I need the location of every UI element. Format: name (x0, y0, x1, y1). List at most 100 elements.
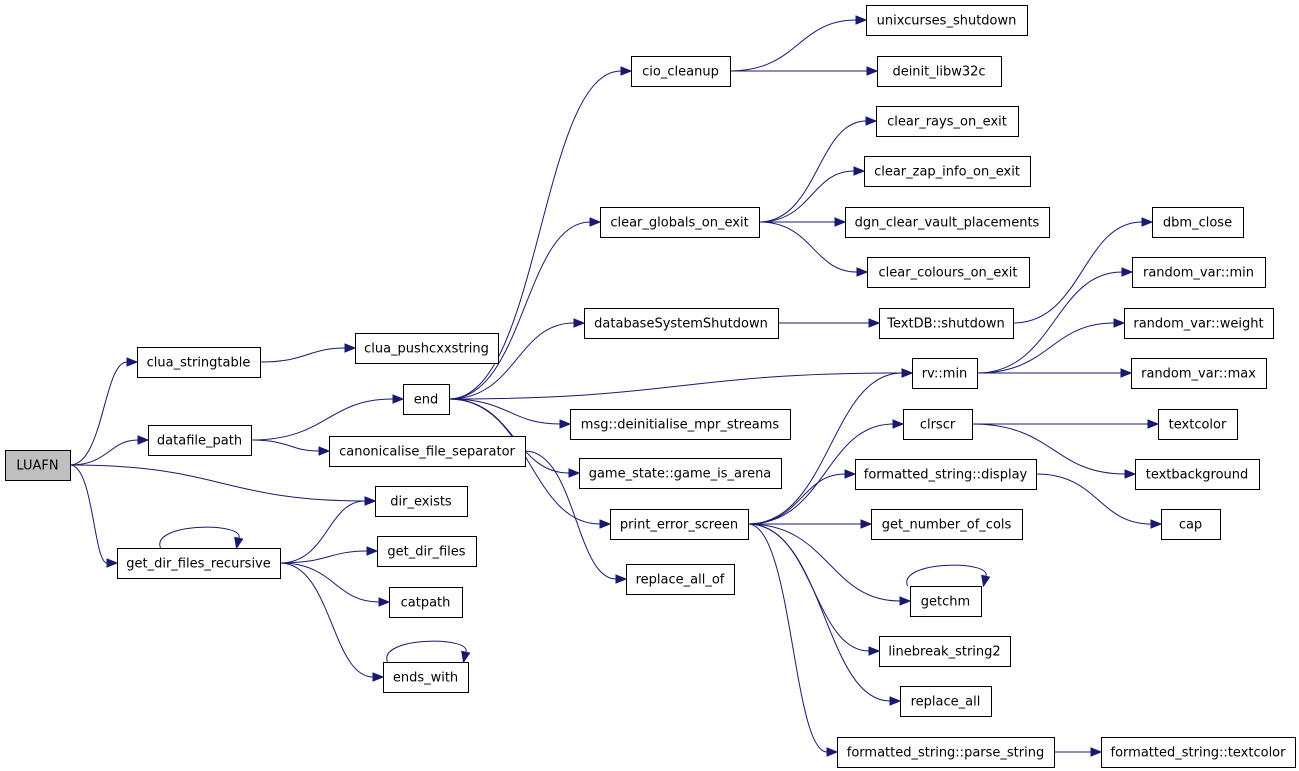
edge-clear_globals_on_exit-to-clear_zap_info_on_exit (758, 166, 866, 223)
node-canonicalise_file_separator[interactable]: canonicalise_file_separator (329, 436, 526, 467)
node-dgn_clear_vault_placements[interactable]: dgn_clear_vault_placements (845, 207, 1050, 238)
node-replace_all[interactable]: replace_all (900, 686, 992, 717)
node-luafn[interactable]: LUAFN (5, 450, 71, 481)
node-clear_globals_on_exit[interactable]: clear_globals_on_exit (600, 207, 760, 238)
node-textcolor[interactable]: textcolor (1158, 409, 1238, 440)
node-linebreak_string2[interactable]: linebreak_string2 (879, 636, 1011, 667)
node-fs_parse_string[interactable]: formatted_string::parse_string (837, 737, 1055, 768)
edge-arrowhead (615, 574, 628, 584)
node-unixcurses_shutdown[interactable]: unixcurses_shutdown (866, 5, 1028, 36)
node-label: dgn_clear_vault_placements (855, 216, 1040, 231)
node-rv_min[interactable]: rv::min (912, 358, 978, 389)
edge-arrowhead (573, 318, 586, 328)
node-databaseSystemShutdown[interactable]: databaseSystemShutdown (584, 308, 779, 339)
edge-arrowhead (1141, 217, 1154, 227)
node-random_var_max[interactable]: random_var::max (1131, 358, 1267, 389)
node-catpath[interactable]: catpath (389, 587, 463, 618)
node-box (626, 564, 735, 595)
node-box (903, 409, 973, 440)
edge-line (524, 450, 617, 580)
node-replace_all_of[interactable]: replace_all_of (626, 564, 735, 595)
node-msg_deinitialise[interactable]: msg::deinitialise_mpr_streams (570, 409, 791, 440)
node-clrscr[interactable]: clrscr (903, 409, 973, 440)
node-random_var_min[interactable]: random_var::min (1132, 257, 1266, 288)
node-box (900, 686, 992, 717)
edge-arrowhead (826, 747, 839, 757)
node-box (570, 409, 791, 440)
node-fs_display[interactable]: formatted_string::display (855, 459, 1037, 490)
node-dbm_close[interactable]: dbm_close (1152, 207, 1244, 238)
node-box (631, 56, 731, 87)
node-box (910, 586, 982, 617)
edge-line (69, 464, 108, 564)
node-deinit_libw32c[interactable]: deinit_libw32c (877, 56, 1002, 87)
edge-line (448, 70, 622, 400)
node-label: databaseSystemShutdown (594, 317, 768, 332)
edge-luafn-to-clua_stringtable (69, 357, 139, 466)
edge-luafn-to-dir_exists (69, 464, 377, 506)
edge-line (279, 500, 366, 564)
node-box (355, 333, 499, 364)
edge-line (1012, 221, 1143, 324)
node-textdb_shutdown[interactable]: TextDB::shutdown (879, 308, 1014, 339)
node-label: cio_cleanup (642, 65, 719, 80)
graph-nodes: LUAFNclua_stringtableclua_pushcxxstringd… (5, 5, 1296, 768)
node-clua_pushcxxstring[interactable]: clua_pushcxxstring (355, 333, 499, 364)
node-get_dir_files_recursive[interactable]: get_dir_files_recursive (117, 548, 281, 579)
node-box (912, 358, 978, 389)
node-clear_colours_on_exit[interactable]: clear_colours_on_exit (867, 257, 1030, 288)
node-clear_zap_info_on_exit[interactable]: clear_zap_info_on_exit (864, 156, 1031, 187)
node-dir_exists[interactable]: dir_exists (375, 486, 468, 517)
edge-clear_globals_on_exit-to-dgn_clear_vault_placements (759, 217, 847, 227)
node-end[interactable]: end (403, 384, 450, 415)
node-label: deinit_libw32c (892, 65, 985, 80)
node-clua_stringtable[interactable]: clua_stringtable (137, 347, 261, 378)
node-datafile_path[interactable]: datafile_path (148, 425, 252, 456)
node-cio_cleanup[interactable]: cio_cleanup (631, 56, 731, 87)
edge-cio_cleanup-to-unixcurses_shutdown (729, 15, 868, 72)
edge-line (747, 523, 901, 602)
edge-clear_globals_on_exit-to-clear_colours_on_exit (758, 221, 869, 277)
node-clear_rays_on_exit[interactable]: clear_rays_on_exit (876, 106, 1019, 137)
node-cap[interactable]: cap (1161, 509, 1221, 540)
edge-arrowhead (1121, 267, 1134, 277)
node-label: replace_all_of (636, 573, 725, 588)
edge-line (729, 19, 857, 72)
node-get_dir_files[interactable]: get_dir_files (377, 536, 477, 567)
edge-arrowhead (392, 394, 405, 404)
node-label: replace_all (911, 695, 981, 710)
edge-arrowhead (620, 66, 633, 76)
node-label: print_error_screen (620, 518, 738, 533)
node-print_error_screen[interactable]: print_error_screen (610, 509, 749, 540)
node-fs_textcolor[interactable]: formatted_string::textcolor (1101, 737, 1296, 768)
edge-print_error_screen-to-rv_min (747, 368, 914, 525)
edge-line (279, 562, 380, 603)
edge-rv_min-to-random_var_min (976, 267, 1134, 374)
node-label: clrscr (920, 418, 956, 433)
edge-line (758, 120, 867, 223)
node-random_var_weight[interactable]: random_var::weight (1124, 308, 1274, 339)
node-box (1124, 308, 1274, 339)
edge-line (758, 170, 855, 223)
edge-line (747, 523, 828, 753)
node-box (383, 662, 469, 693)
node-label: canonicalise_file_separator (339, 445, 515, 460)
node-label: cap (1179, 518, 1202, 533)
node-label: get_dir_files_recursive (126, 557, 271, 572)
node-label: formatted_string::parse_string (847, 746, 1044, 761)
edge-arrowhead (868, 318, 881, 328)
node-box (1158, 409, 1238, 440)
node-box (377, 536, 477, 567)
node-label: clear_rays_on_exit (887, 115, 1007, 130)
node-get_number_of_cols[interactable]: get_number_of_cols (871, 509, 1023, 540)
node-box (610, 509, 749, 540)
node-textbackground[interactable]: textbackground (1135, 459, 1260, 490)
node-ends_with[interactable]: ends_with (383, 662, 469, 693)
edge-end-to-clear_globals_on_exit (448, 217, 602, 400)
node-game_is_arena[interactable]: game_state::game_is_arena (579, 458, 782, 489)
edge-line (747, 423, 894, 525)
node-getchm[interactable]: getchm (910, 586, 982, 617)
edge-arrowhead (1113, 318, 1126, 328)
edge-arrowhead (889, 696, 902, 706)
